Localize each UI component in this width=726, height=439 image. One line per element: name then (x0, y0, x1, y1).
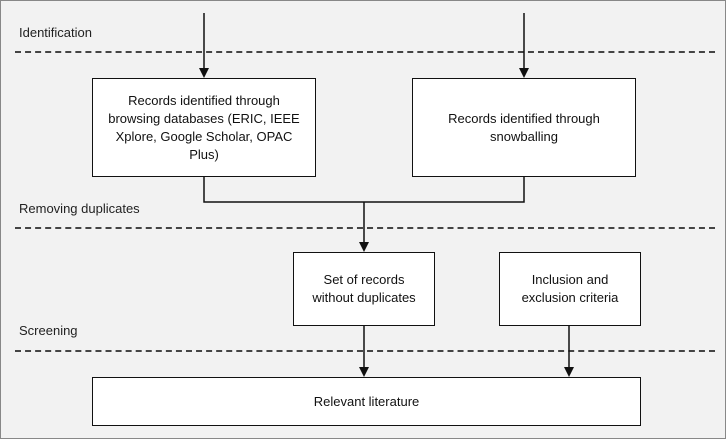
stage-divider-removing-duplicates (15, 227, 715, 229)
stage-divider-identification (15, 51, 715, 53)
stage-divider-screening (15, 350, 715, 352)
stage-label-removing-duplicates: Removing duplicates (19, 201, 140, 216)
stage-label-identification: Identification (19, 25, 92, 40)
merge-connector (203, 177, 525, 203)
box-relevant-literature: Relevant literature (92, 377, 641, 426)
stage-label-screening: Screening (19, 323, 78, 338)
box-criteria: Inclusion and exclusion criteria (499, 252, 641, 326)
box-snowballing: Records identified through snowballing (412, 78, 636, 177)
box-databases: Records identified through browsing data… (92, 78, 316, 177)
box-no-duplicates: Set of records without duplicates (293, 252, 435, 326)
